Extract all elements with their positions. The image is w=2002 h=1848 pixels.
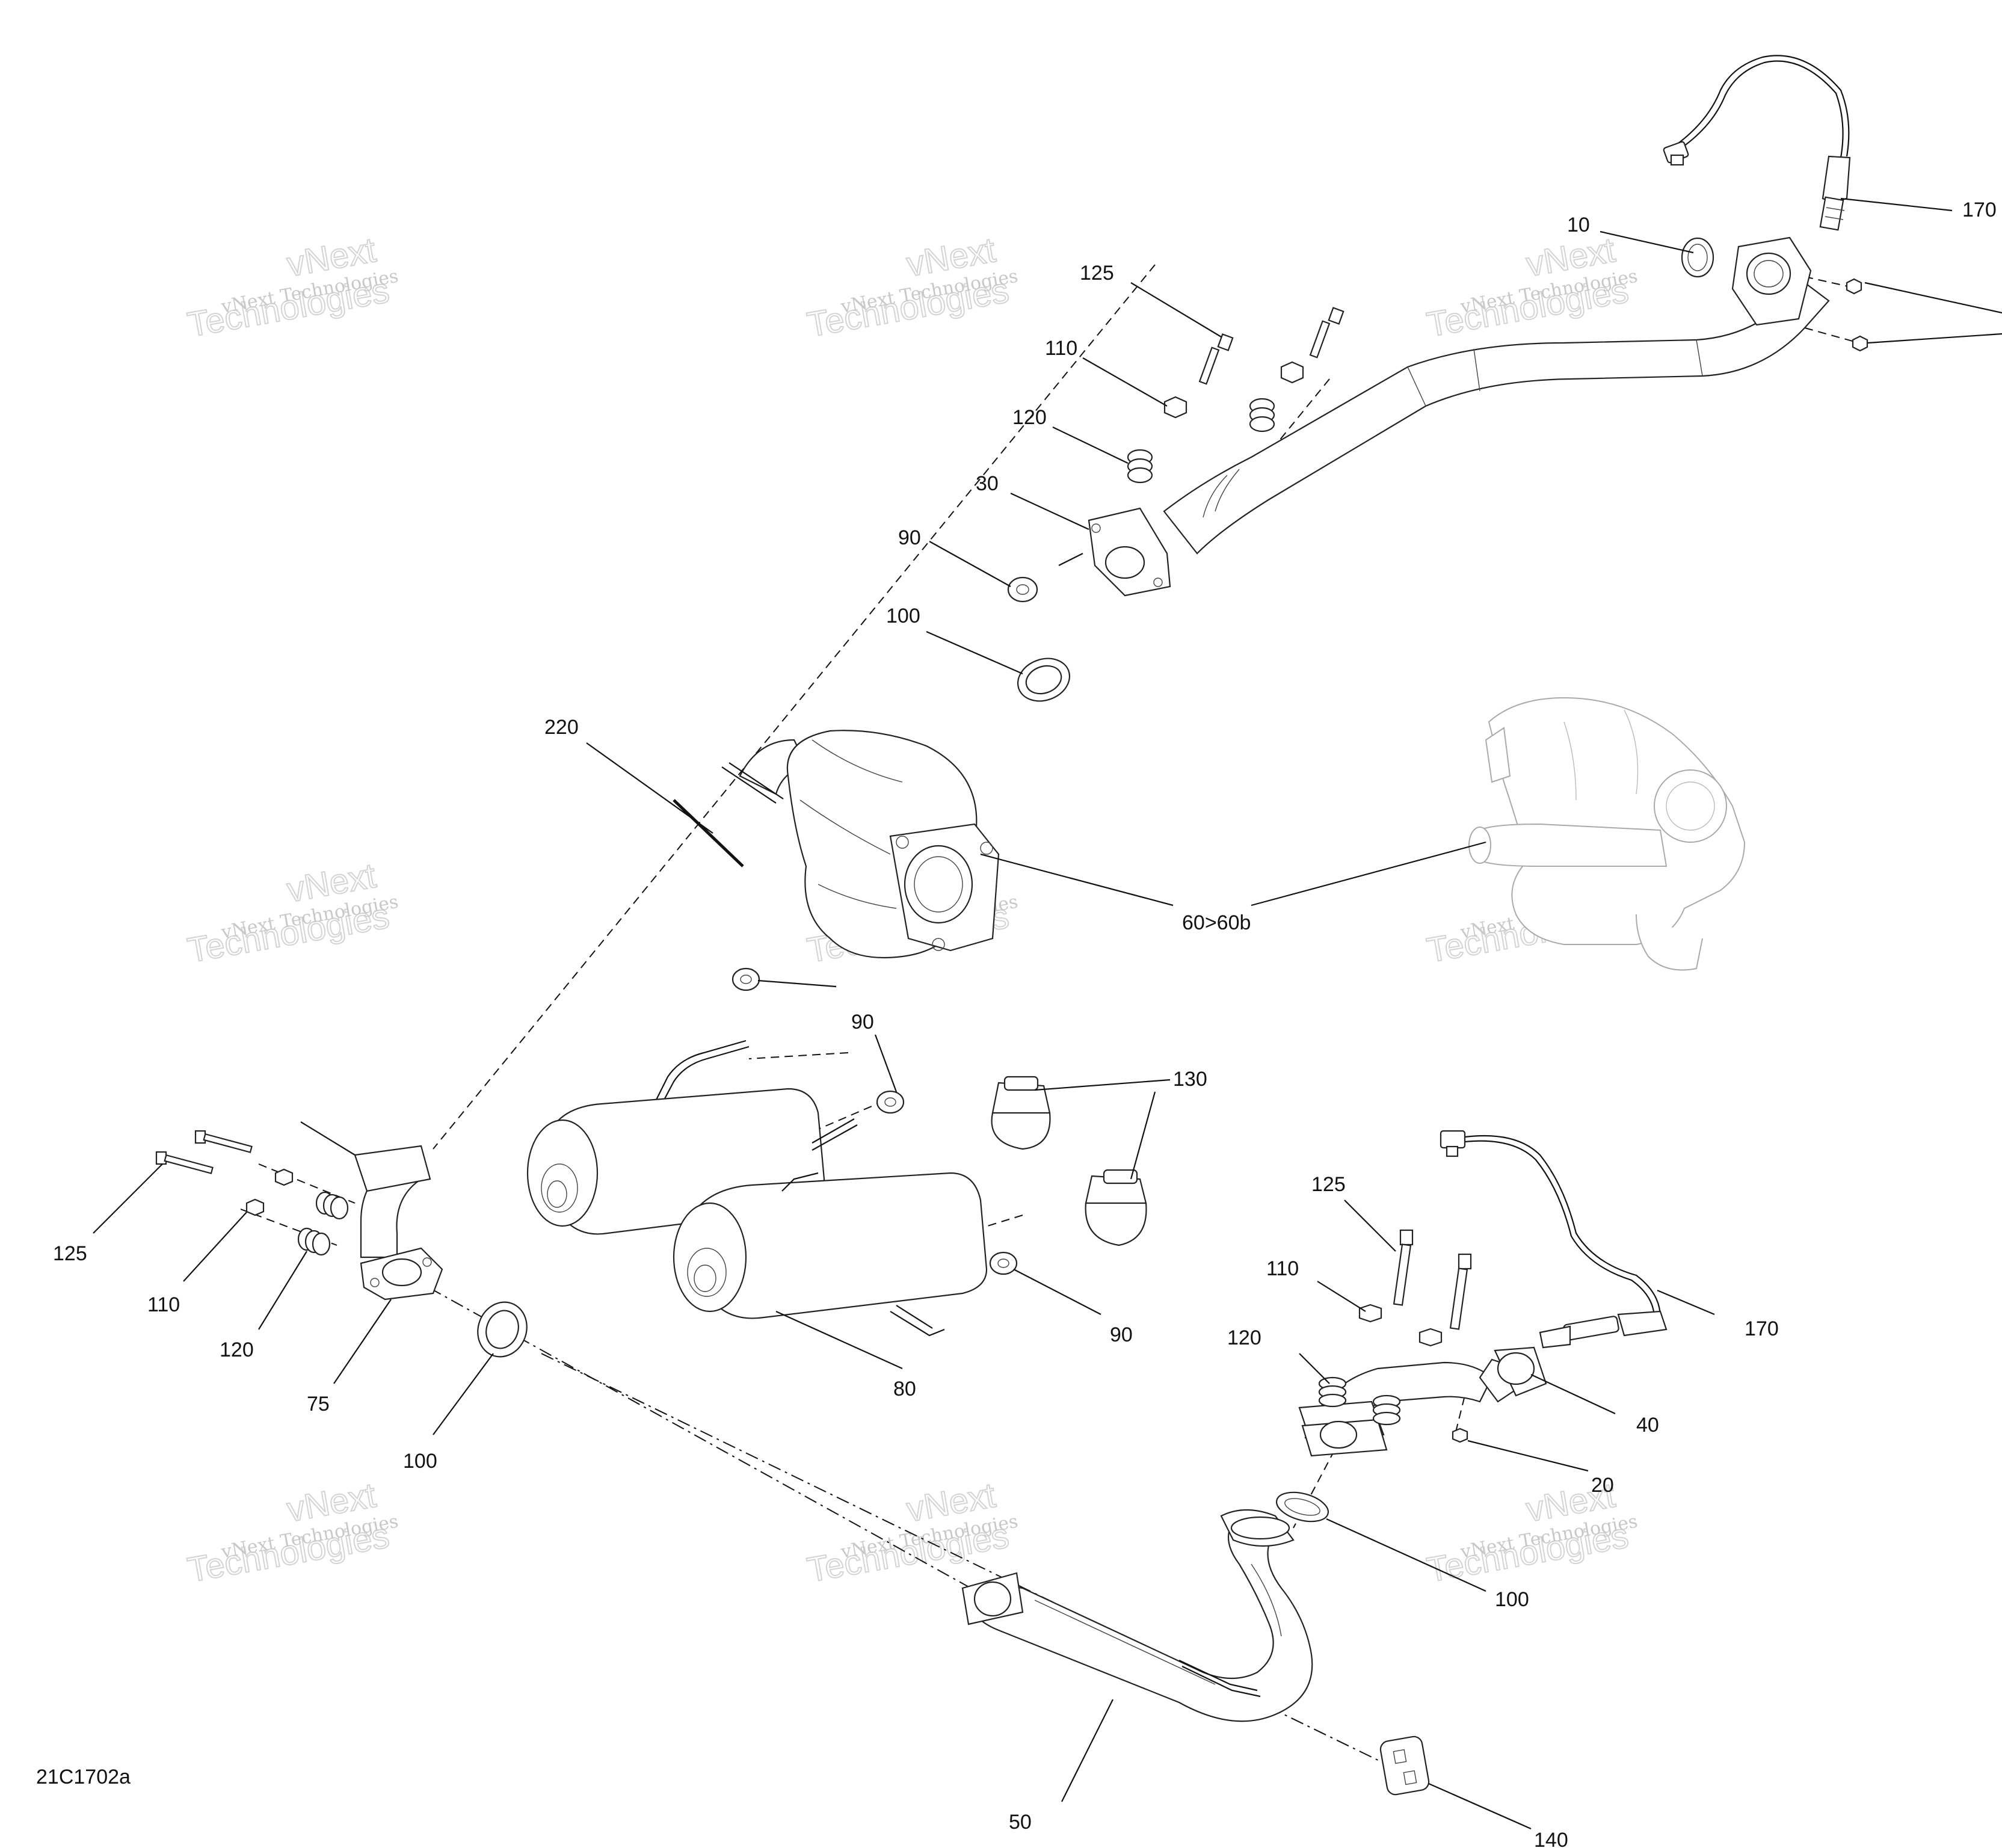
rubber-grommets (732, 967, 1018, 1275)
callout-90-low: 90 (1110, 1323, 1133, 1346)
callout-125-left: 125 (53, 1242, 87, 1265)
top-fasteners (1007, 307, 1344, 702)
callout-130: 130 (1173, 1068, 1207, 1091)
watermark: vNext Technologies vNext Technologies (184, 1475, 400, 1591)
callout-170-right: 170 (1745, 1317, 1779, 1340)
callout-125-right: 125 (1311, 1173, 1346, 1196)
watermark: vNext Technologies vNext Technologies (804, 1475, 1020, 1591)
watermark: vNext Technologies vNext Technologies (184, 230, 400, 345)
callout-110-left: 110 (147, 1293, 180, 1316)
front-header-pipe (1058, 236, 1868, 597)
catalytic-converter-assembled-view (1468, 697, 1746, 971)
callout-labels: 170 10 125 110 120 30 90 100 220 60>60b … (53, 199, 1997, 1848)
spring (315, 1191, 349, 1220)
callout-140: 140 (1534, 1829, 1568, 1848)
callout-90-top: 90 (898, 526, 921, 549)
callout-170-top: 170 (1962, 199, 1997, 221)
callout-10: 10 (1567, 214, 1590, 236)
muffler-lower (673, 1172, 988, 1337)
callout-30: 30 (976, 472, 999, 495)
callout-220: 220 (544, 716, 579, 739)
callout-80: 80 (893, 1378, 916, 1400)
y-pipe (961, 1509, 1313, 1722)
rubber-hanger (1379, 1736, 1430, 1796)
spring (1127, 449, 1153, 484)
leader-lines (93, 197, 2002, 1830)
spring (1318, 1376, 1347, 1408)
oxygen-sensor-rear (1440, 1130, 1668, 1349)
callout-100-right: 100 (1495, 1588, 1529, 1611)
oxygen-sensor-top (1663, 55, 1851, 231)
callout-90-mid: 90 (851, 1011, 874, 1033)
rear-header-pipe (1276, 1229, 1547, 1523)
watermark: vNext Technologies vNext Technologies (184, 855, 400, 971)
callout-100-top: 100 (886, 605, 920, 627)
band-clamps (991, 1076, 1147, 1246)
watermark: vNext Technologies vNext Technologies (804, 230, 1020, 345)
callout-120-top: 120 (1012, 406, 1047, 429)
callout-60: 60>60b (1182, 911, 1251, 934)
callout-20: 20 (1591, 1474, 1614, 1497)
spring (1372, 1394, 1401, 1426)
callout-120-right: 120 (1227, 1326, 1261, 1349)
spring (1249, 398, 1275, 433)
spring (297, 1227, 331, 1256)
callout-125-top: 125 (1080, 262, 1114, 285)
callout-120-left: 120 (220, 1338, 254, 1361)
left-connector-pipe (155, 1121, 528, 1358)
watermark: vNext Technologies vNext Technologies (1423, 230, 1639, 345)
diagram-id: 21C1702a (36, 1766, 131, 1788)
catalytic-converter (673, 730, 1000, 959)
callout-100-left: 100 (403, 1450, 437, 1473)
callout-50: 50 (1009, 1811, 1032, 1834)
callout-40: 40 (1636, 1414, 1659, 1437)
callout-110-right: 110 (1266, 1257, 1299, 1280)
callout-110-top: 110 (1045, 337, 1077, 360)
callout-75: 75 (307, 1393, 330, 1415)
